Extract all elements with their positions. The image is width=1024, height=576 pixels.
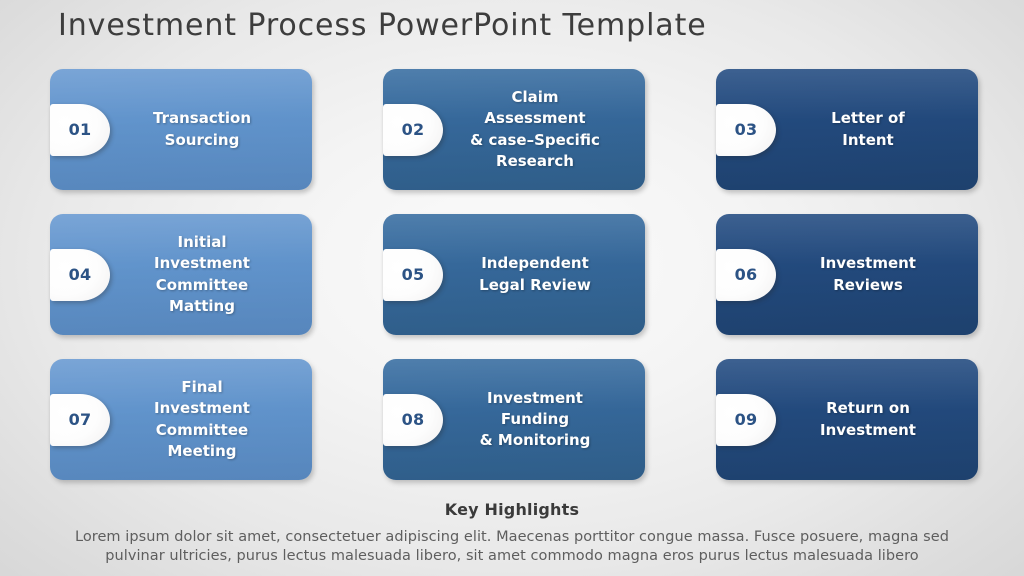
process-step-card[interactable]: 04 Initial Investment Committee Matting (50, 214, 312, 335)
step-number-label: 08 (401, 410, 425, 429)
step-number-label: 02 (401, 120, 425, 139)
step-title-label: Return on Investment (820, 399, 916, 439)
step-title-label: Investment Reviews (820, 254, 916, 294)
step-number-badge: 08 (383, 393, 443, 446)
process-step-card[interactable]: 03 Letter of Intent (716, 69, 978, 190)
step-number-label: 06 (734, 265, 758, 284)
step-number-label: 05 (401, 265, 425, 284)
step-number-badge: 04 (50, 248, 110, 301)
step-number-badge: 07 (50, 393, 110, 446)
step-number-label: 09 (734, 410, 758, 429)
process-step-card[interactable]: 08 Investment Funding & Monitoring (383, 359, 645, 480)
step-number-badge: 02 (383, 103, 443, 156)
step-number-label: 01 (68, 120, 92, 139)
step-number-label: 07 (68, 410, 92, 429)
process-step-card[interactable]: 07 Final Investment Committee Meeting (50, 359, 312, 480)
step-title-label: Initial Investment Committee Matting (154, 232, 250, 315)
step-title-label: Letter of Intent (831, 109, 905, 149)
step-number-badge: 06 (716, 248, 776, 301)
step-number-badge: 05 (383, 248, 443, 301)
step-title-label: Investment Funding & Monitoring (479, 388, 591, 450)
process-step-card[interactable]: 06 Investment Reviews (716, 214, 978, 335)
step-number-badge: 03 (716, 103, 776, 156)
process-step-card[interactable]: 05 Independent Legal Review (383, 214, 645, 335)
process-step-grid: 01 Transaction Sourcing 02 Claim Assessment… (50, 69, 978, 483)
step-number-label: 03 (734, 120, 758, 139)
process-step-card[interactable]: 01 Transaction Sourcing (50, 69, 312, 190)
step-title-label: Claim Assessment & case–Specific Researc… (470, 87, 600, 170)
step-title-label: Independent Legal Review (479, 254, 591, 294)
footer-body-text: Lorem ipsum dolor sit amet, consectetuer… (74, 529, 950, 565)
step-number-label: 04 (68, 265, 92, 284)
process-step-card[interactable]: 02 Claim Assessment & case–Specific Resea… (383, 69, 645, 190)
page-title: Investment Process PowerPoint Template (58, 8, 707, 43)
process-step-card[interactable]: 09 Return on Investment (716, 359, 978, 480)
step-title-label: Transaction Sourcing (152, 109, 252, 149)
step-number-badge: 09 (716, 393, 776, 446)
footer-heading: Key Highlights (444, 500, 580, 519)
footer: Key Highlights Lorem ipsum dolor sit ame… (0, 500, 1024, 566)
step-number-badge: 01 (50, 103, 110, 156)
step-title-label: Final Investment Committee Meeting (154, 377, 250, 460)
